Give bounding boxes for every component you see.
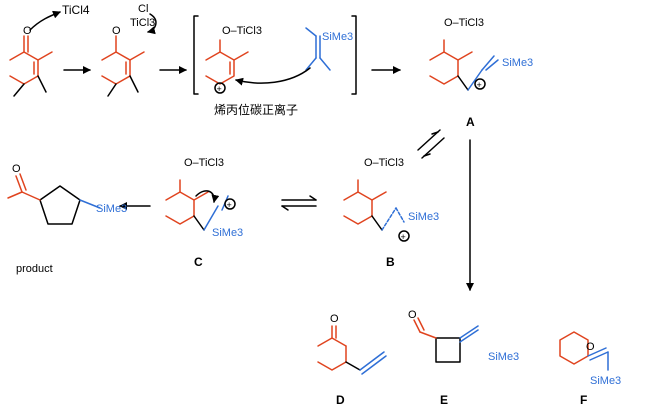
equilibrium-arrow-icon — [417, 129, 445, 159]
enone-molecule-1: O TiCl4 — [9, 3, 90, 97]
label-D: D — [336, 393, 345, 407]
svg-text:SiMe3: SiMe3 — [502, 57, 533, 69]
svg-text:+: + — [217, 84, 222, 94]
label-C: C — [194, 255, 203, 269]
label-E: E — [440, 393, 448, 407]
oxygen-label: O — [23, 25, 32, 37]
label-F: F — [580, 393, 587, 407]
positive-charge-icon — [214, 82, 226, 94]
o-ticl3-label: O–TiCl3 — [222, 25, 262, 37]
intermediate-B: O–TiCl3 SiMe3 + B — [343, 157, 439, 269]
svg-text:O: O — [408, 309, 417, 321]
svg-text:SiMe3: SiMe3 — [96, 203, 127, 215]
product-cyclopentene: O SiMe3 product — [7, 163, 127, 275]
svg-text:O–TiCl3: O–TiCl3 — [364, 157, 404, 169]
curved-arrow-icon — [29, 10, 61, 31]
product-F: O SiMe3 F — [559, 331, 621, 407]
svg-text:O–TiCl3: O–TiCl3 — [444, 17, 484, 29]
curved-arrow-icon — [195, 190, 220, 203]
label-B: B — [386, 255, 395, 269]
svg-text:+: + — [401, 232, 406, 242]
svg-text:SiMe3: SiMe3 — [488, 351, 519, 363]
svg-text:+: + — [227, 200, 232, 210]
svg-text:O–TiCl3: O–TiCl3 — [184, 157, 224, 169]
equilibrium-arrow-icon — [281, 195, 317, 211]
svg-text:O: O — [12, 163, 21, 175]
label-A: A — [466, 115, 475, 129]
ticl3-label: TiCl3 — [130, 17, 155, 29]
curved-arrow-icon — [147, 13, 157, 35]
positive-charge-icon — [224, 198, 236, 210]
positive-charge-icon — [474, 78, 486, 90]
svg-text:O: O — [112, 25, 121, 37]
svg-text:O: O — [586, 341, 595, 353]
intermediate-C: O–TiCl3 SiMe3 + C — [165, 157, 243, 269]
svg-text:+: + — [477, 80, 482, 90]
intermediate-A: O–TiCl3 SiMe3 + A — [429, 17, 533, 129]
positive-charge-icon — [398, 230, 410, 242]
ticl4-label: TiCl4 — [62, 3, 90, 17]
svg-text:SiMe3: SiMe3 — [212, 227, 243, 239]
product-E: O SiMe3 E — [408, 309, 519, 407]
svg-text:O: O — [330, 313, 339, 325]
enone-molecule-2: O Cl TiCl3 — [101, 3, 157, 97]
allyl-cation-intermediate: O–TiCl3 + SiMe3 烯丙位碳正离子 — [193, 15, 357, 117]
product-D: O D — [317, 313, 387, 407]
sime3-label: SiMe3 — [322, 31, 353, 43]
product-label: product — [16, 263, 53, 275]
svg-text:SiMe3: SiMe3 — [408, 211, 439, 223]
svg-text:SiMe3: SiMe3 — [590, 375, 621, 387]
curved-arrow-icon — [235, 67, 311, 86]
intermediate-caption: 烯丙位碳正离子 — [214, 102, 298, 117]
chloride-label: Cl — [138, 3, 148, 15]
